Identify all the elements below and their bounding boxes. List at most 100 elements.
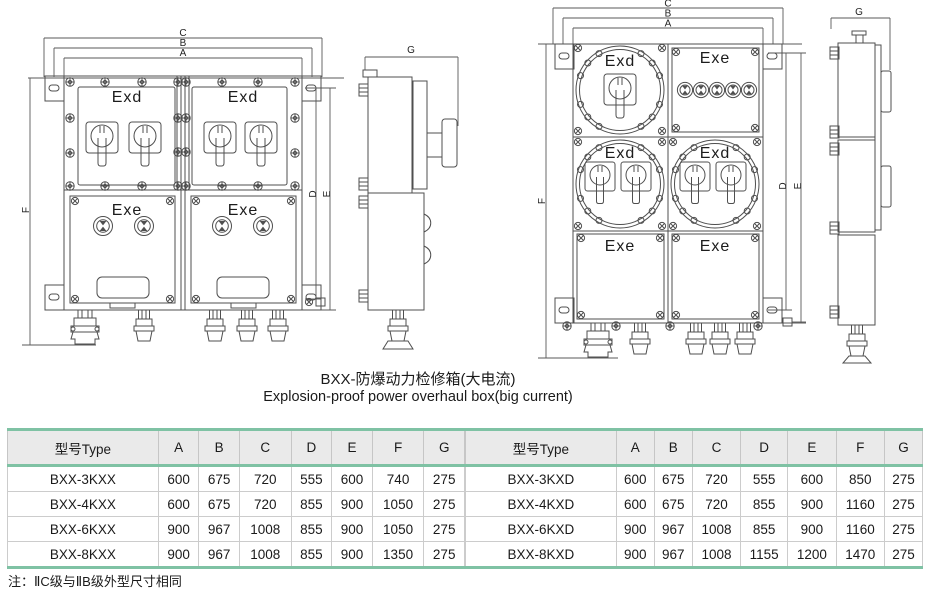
- dim-label-b: B: [180, 38, 187, 49]
- plug-gland-icon: [583, 322, 613, 358]
- dimension-cell: 967: [198, 516, 240, 542]
- dimension-cell: 740: [371, 465, 425, 492]
- dimension-cell: 600: [615, 491, 655, 517]
- dim-label-g: G: [855, 7, 863, 18]
- dimension-cell: 1008: [691, 516, 742, 542]
- rotary-switch-icon: [128, 121, 162, 167]
- panel-label-exe: Exe: [112, 202, 143, 219]
- dimension-cell: 1050: [371, 491, 425, 517]
- dim-label-a: A: [665, 19, 672, 30]
- dim-label-f: F: [21, 207, 32, 213]
- socket-icon: [724, 81, 742, 99]
- mounting-bracket-icon: [44, 284, 65, 311]
- col-header-d: D: [290, 428, 333, 467]
- side-view-kxx: G: [358, 45, 459, 350]
- dimension-cell: 967: [653, 541, 693, 569]
- dimension-cell: 675: [198, 491, 240, 517]
- mounting-tab-icon: [358, 195, 369, 209]
- rotary-switch-icon: [244, 121, 278, 167]
- dimension-lines: [830, 17, 891, 70]
- mounting-bracket-icon: [554, 43, 575, 70]
- dimension-cell: 855: [290, 541, 333, 569]
- col-header-c: C: [691, 428, 742, 467]
- dim-label-e: E: [322, 190, 333, 197]
- socket-icon: [134, 216, 154, 236]
- spec-header-row: 型号Type A B C D E F G: [7, 428, 465, 467]
- col-header-type: 型号Type: [7, 428, 159, 467]
- dim-label-g: G: [407, 45, 415, 56]
- panel-label-exe: Exe: [700, 238, 731, 255]
- socket-icon: [212, 216, 232, 236]
- product-title-en: Explosion-proof power overhaul box(big c…: [263, 389, 573, 406]
- dimension-cell: 275: [423, 491, 465, 517]
- cable-gland-icon: [387, 309, 409, 342]
- side-view-kxd: G: [829, 7, 892, 364]
- product-title: BXX-防爆动力检修箱(大电流) Explosion-proof power o…: [0, 371, 836, 407]
- dimension-cell: 900: [157, 541, 200, 569]
- dimension-cell: 850: [835, 465, 885, 492]
- dimension-cell: 855: [290, 491, 333, 517]
- dimension-cell: 600: [331, 465, 373, 492]
- technical-drawings: C B A F D E: [21, 0, 892, 364]
- dim-label-d: D: [778, 182, 789, 189]
- dimension-cell: 275: [883, 465, 924, 492]
- cable-gland-icon: [204, 309, 226, 342]
- model-cell: BXX-4KXX: [7, 491, 159, 517]
- mounting-tab-icon: [358, 83, 369, 97]
- dim-label-c: C: [664, 0, 671, 10]
- model-cell: BXX-8KXX: [7, 541, 159, 569]
- dimension-cell: 555: [290, 465, 333, 492]
- dimension-cell: 855: [740, 491, 789, 517]
- col-header-e: E: [331, 428, 373, 467]
- dimension-cell: 675: [653, 491, 693, 517]
- dimension-cell: 1008: [238, 541, 292, 569]
- model-cell: BXX-4KXD: [465, 491, 617, 517]
- col-header-f: F: [371, 428, 425, 467]
- model-cell: BXX-8KXD: [465, 541, 617, 569]
- dimension-cell: 900: [331, 516, 373, 542]
- dimension-cell: 900: [787, 516, 837, 542]
- dim-label-a: A: [180, 48, 187, 59]
- dimension-cell: 275: [883, 516, 924, 542]
- dim-label-d: D: [308, 190, 319, 197]
- col-header-b: B: [653, 428, 693, 467]
- panel-label-exd: Exd: [605, 145, 636, 162]
- model-cell: BXX-6KXX: [7, 516, 159, 542]
- col-header-g: G: [423, 428, 465, 467]
- plug-gland-icon: [70, 309, 100, 345]
- col-header-b: B: [198, 428, 240, 467]
- panel-corner-screws: [70, 196, 314, 307]
- model-cell: BXX-6KXD: [465, 516, 617, 542]
- dim-label-f: F: [537, 198, 548, 204]
- socket-icon: [676, 81, 694, 99]
- cable-gland-icon: [685, 322, 707, 355]
- dimension-cell: 1350: [371, 541, 425, 569]
- dimension-cell: 600: [157, 491, 200, 517]
- socket-icon: [708, 81, 726, 99]
- front-view-kxx: C B A F D E: [21, 28, 344, 346]
- dimension-cell: 600: [615, 465, 655, 492]
- panel-label-exd: Exd: [700, 145, 731, 162]
- enclosure-profile: [837, 30, 892, 364]
- socket-icon: [93, 216, 113, 236]
- flange-bolts: [65, 77, 300, 191]
- col-header-g: G: [883, 428, 924, 467]
- product-title-zh: BXX-防爆动力检修箱(大电流): [320, 371, 516, 388]
- dimension-cell: 1155: [740, 541, 789, 569]
- rotary-switch-icon: [679, 161, 711, 204]
- mounting-tab-icon: [358, 177, 369, 191]
- model-cell: BXX-3KXX: [7, 465, 159, 492]
- dimension-cell: 600: [787, 465, 837, 492]
- dimension-cell: 1200: [787, 541, 837, 569]
- dimension-cell: 900: [615, 516, 655, 542]
- enclosure-body: [63, 75, 326, 311]
- rotary-switch-icon: [203, 121, 237, 167]
